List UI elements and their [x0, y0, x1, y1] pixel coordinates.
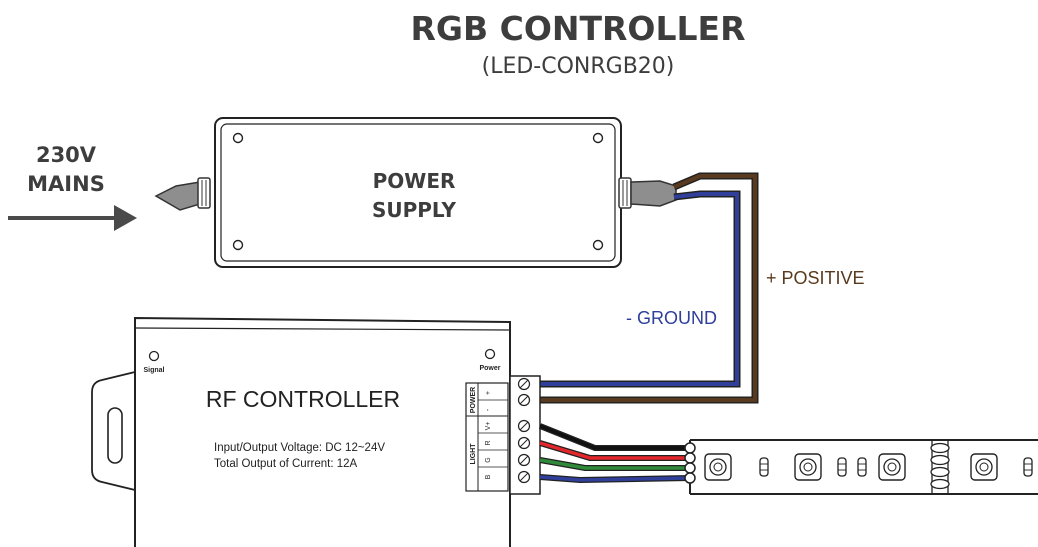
power-supply-label-line2: SUPPLY [372, 198, 457, 222]
cut-point-pads [930, 440, 950, 494]
rgb-output-wires [538, 423, 691, 484]
terminal-label-minus: - [485, 408, 492, 411]
terminal-screw-icon [517, 377, 531, 484]
terminal-label-vplus: V+ [485, 422, 492, 431]
power-led-icon [484, 348, 496, 360]
terminal-label-b: B [485, 474, 492, 479]
diagram-title: RGB CONTROLLER [410, 9, 745, 48]
screw-icon [592, 132, 604, 144]
led-chip-icon [794, 453, 822, 481]
screw-icon [232, 239, 244, 251]
mains-arrow-icon [8, 205, 137, 231]
signal-led-icon [148, 350, 160, 362]
positive-wire [540, 174, 757, 402]
mains-label-line2: MAINS [27, 172, 105, 196]
vplus-wire [539, 424, 690, 450]
power-supply-output-cable [618, 177, 677, 209]
resistor-icon [837, 457, 847, 477]
rf-controller-unit: Signal Power RF CONTROLLER Input/Output … [91, 316, 541, 547]
power-label: Power [479, 365, 500, 372]
terminal-group-power: POWER [470, 387, 477, 413]
green-wire [539, 458, 690, 470]
blue-wire [539, 475, 691, 482]
rf-controller-spec-voltage: Input/Output Voltage: DC 12~24V [214, 442, 385, 454]
led-chip-icon [704, 453, 732, 481]
ground-wire-label: - GROUND [626, 308, 717, 328]
power-supply-unit: POWER SUPPLY [214, 117, 622, 268]
signal-label: Signal [143, 367, 164, 374]
terminal-label-g: G [485, 457, 492, 462]
positive-wire-label: + POSITIVE [766, 268, 865, 288]
screw-icon [232, 132, 244, 144]
power-supply-label-line1: POWER [373, 169, 456, 193]
rf-controller-spec-current: Total Output of Current: 12A [214, 458, 358, 470]
diagram-subtitle: (LED-CONRGB20) [482, 54, 675, 79]
led-chip-icon [970, 453, 998, 481]
solder-pads [684, 442, 696, 484]
resistor-icon [759, 457, 769, 477]
red-wire [539, 441, 690, 460]
resistor-icon [1023, 457, 1033, 477]
mains-input-cable [154, 177, 211, 211]
rf-controller-title: RF CONTROLLER [206, 386, 400, 412]
led-chip-icon [878, 453, 906, 481]
terminal-group-light: LIGHT [470, 443, 477, 465]
mounting-slot [107, 407, 123, 464]
ground-wire [540, 192, 739, 386]
screw-icon [592, 239, 604, 251]
terminal-label-r: R [485, 440, 492, 445]
mains-label-line1: 230V [36, 143, 97, 167]
terminal-label-plus: + [485, 391, 492, 395]
led-strip [684, 439, 1038, 495]
resistor-icon [857, 457, 867, 477]
